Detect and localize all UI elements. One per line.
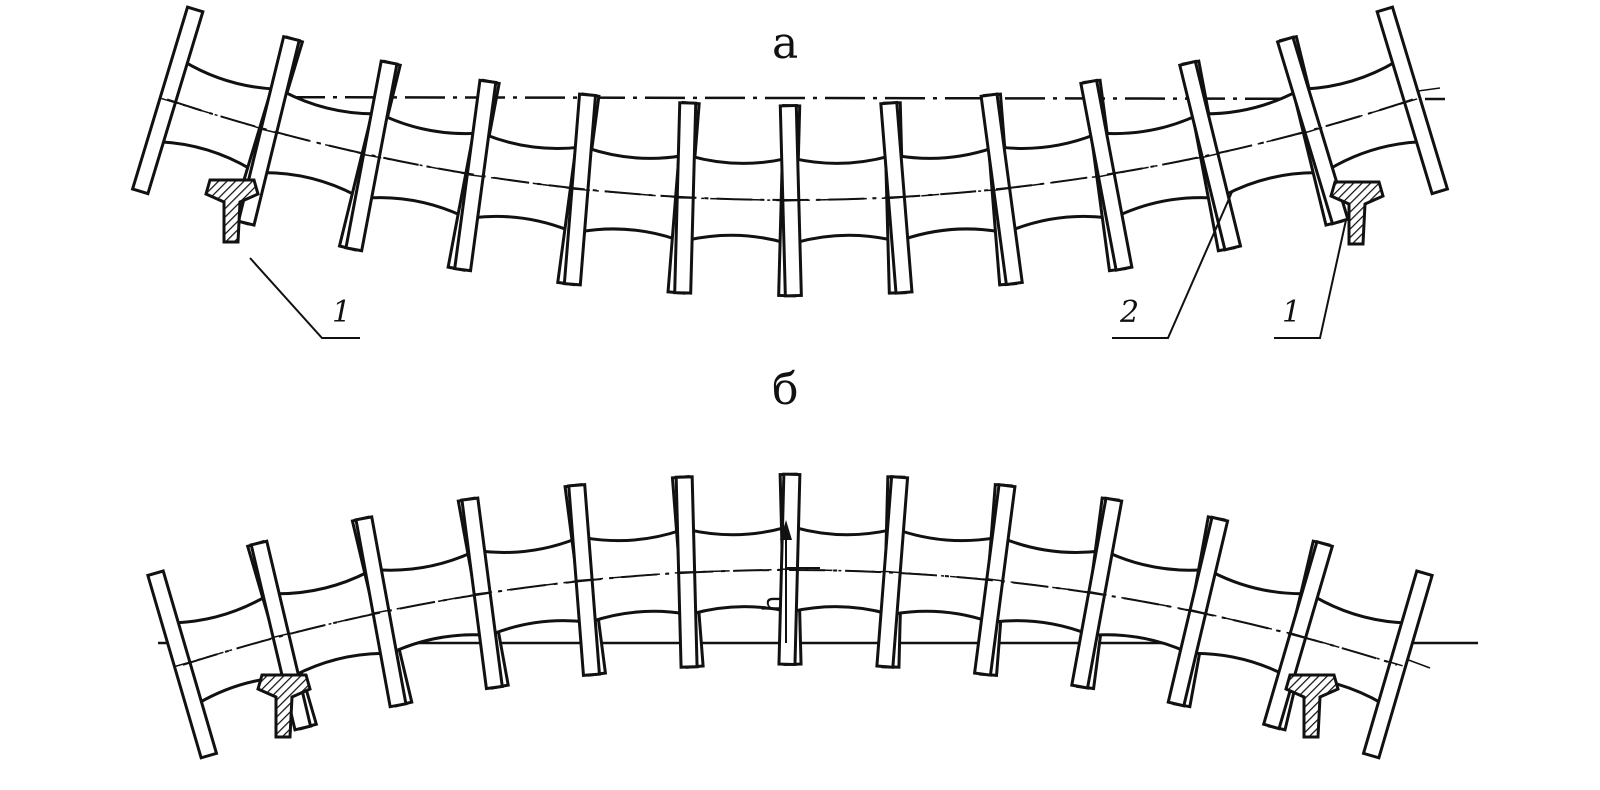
row-a-pitch-curve	[166, 98, 1414, 201]
support-roller-right-a	[1329, 180, 1385, 246]
support-roller-left-b	[256, 673, 312, 739]
row-a-pin-axis-1	[159, 97, 276, 134]
reference-line-a	[164, 95, 1446, 101]
callout-1-right: 1	[1282, 295, 1302, 330]
callout-2: 2	[1120, 295, 1140, 330]
view-a-sagging-track	[130, 5, 1450, 339]
leader-2	[1112, 191, 1233, 339]
view-a-label: а	[772, 18, 799, 69]
leader-1-right	[1274, 219, 1347, 339]
leader-1-left	[249, 257, 360, 339]
dimension-h-arrowhead	[780, 520, 792, 540]
support-roller-right-b	[1284, 673, 1340, 739]
row-b-pitch-curve	[182, 568, 1398, 666]
support-roller-left-a	[204, 178, 260, 244]
dimension-h-label: h	[758, 595, 788, 612]
callout-1-left: 1	[332, 295, 352, 330]
view-b-arched-track	[146, 472, 1478, 760]
row-b-pin-axis-7	[781, 568, 902, 573]
view-b-label: б	[772, 364, 799, 415]
